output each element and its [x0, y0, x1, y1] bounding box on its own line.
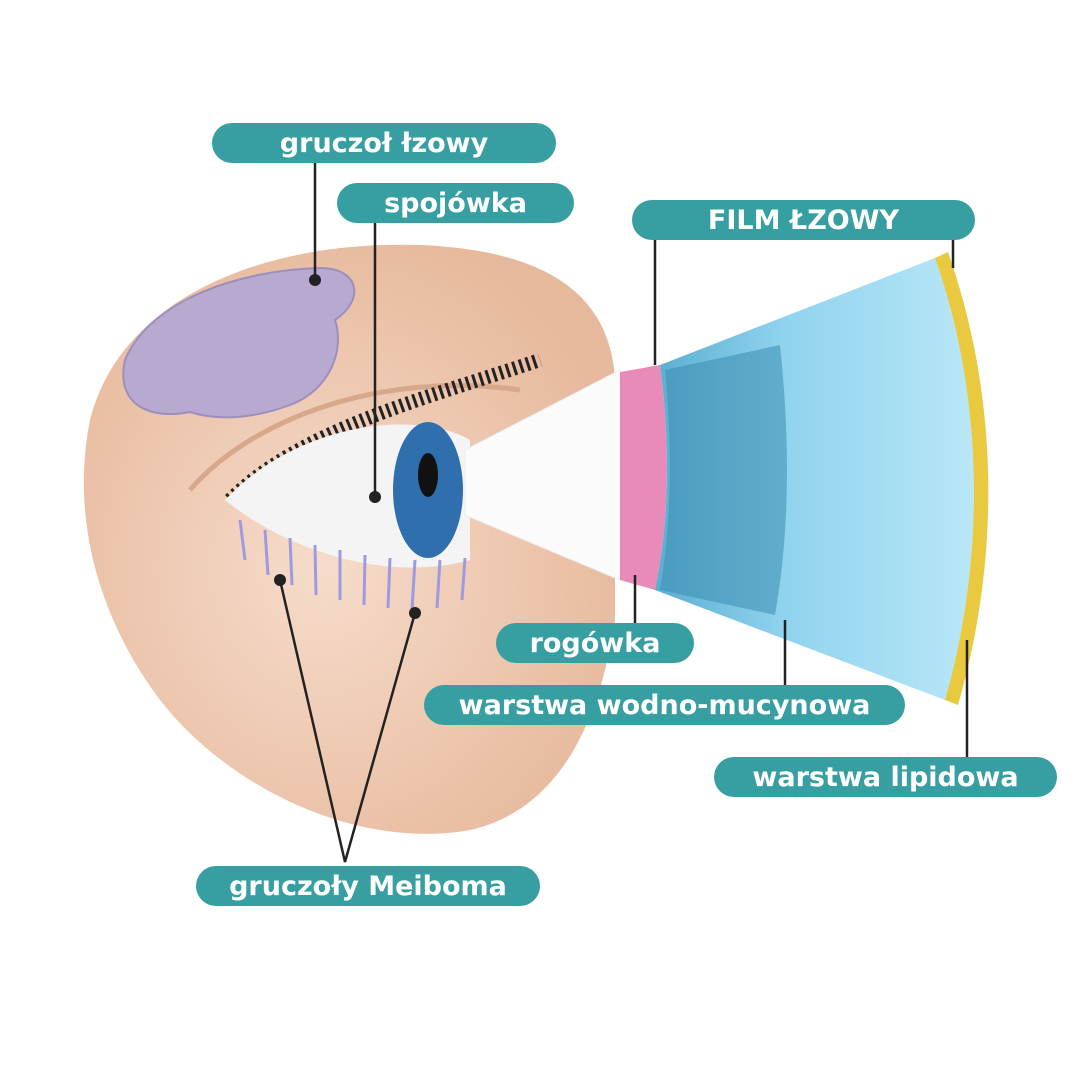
- label-conjunctiva: spojówka: [337, 183, 574, 223]
- lipid-layer-band: [935, 252, 989, 705]
- label-cornea: rogówka: [496, 623, 694, 663]
- mucin-texture: [660, 345, 787, 615]
- leader-dots: [274, 274, 421, 619]
- lacrimal-gland: [122, 266, 356, 419]
- leader-lines: [278, 163, 969, 863]
- label-meibomian-glands: gruczoły Meiboma: [196, 866, 540, 906]
- cornea-layer: [620, 365, 667, 590]
- meibomian-gland-marks: [238, 519, 467, 611]
- label-lacrimal-gland: gruczoł łzowy: [212, 123, 556, 163]
- label-tear-film: FILM ŁZOWY: [632, 200, 975, 240]
- eyelid-crease: [188, 383, 521, 492]
- label-aqueous-mucin-layer: warstwa wodno-mucynowa: [424, 685, 905, 725]
- pupil: [418, 453, 438, 497]
- label-lipid-layer: warstwa lipidowa: [714, 757, 1057, 797]
